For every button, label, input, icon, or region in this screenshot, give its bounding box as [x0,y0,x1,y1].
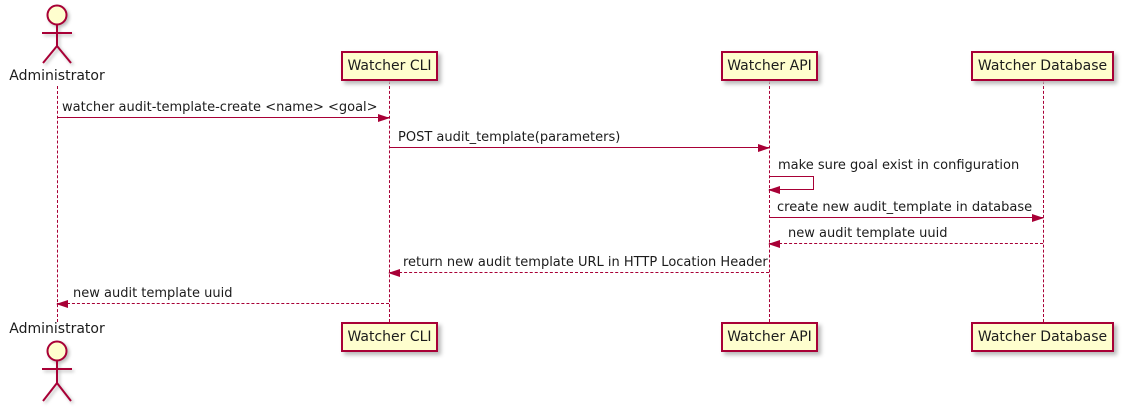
actor-label-top: Administrator [9,68,105,84]
message-line [57,303,389,304]
self-message-label: make sure goal exist in configuration [778,158,1020,173]
arrowhead-right-icon [758,144,770,152]
lifeline-administrator [57,86,58,322]
message-label: return new audit template URL in HTTP Lo… [403,255,768,270]
message-uuid-to-api: new audit template uuid [768,224,1043,248]
arrowhead-right-icon [378,114,390,122]
participant-label-watcher-database-bottom: Watcher Database [977,329,1108,345]
participant-box-watcher-database-top: Watcher Database [971,51,1114,81]
participant-label-watcher-cli-bottom: Watcher CLI [347,329,432,345]
message-line [769,217,1043,218]
message-line [389,272,769,273]
participant-label-watcher-api-top: Watcher API [727,58,812,74]
participant-label-watcher-database-top: Watcher Database [977,58,1108,74]
arrowhead-left-icon [768,186,780,194]
message-label: watcher audit-template-create <name> <go… [62,100,378,115]
lifeline-watcher-database [1043,81,1044,322]
message-label: POST audit_template(parameters) [398,130,621,145]
participant-label-watcher-api-bottom: Watcher API [727,329,812,345]
lifeline-watcher-api [769,81,770,322]
message-return-url-location-header: return new audit template URL in HTTP Lo… [388,253,769,277]
message-label: new audit template uuid [73,286,233,301]
message-label: create new audit_template in database [777,200,1033,215]
message-label: new audit template uuid [788,226,948,241]
lifeline-watcher-cli [389,81,390,322]
actor-stick-figure-top-icon [42,4,72,64]
actor-stick-figure-bottom-icon [42,340,72,402]
participant-box-watcher-cli-top: Watcher CLI [341,51,438,81]
message-line [389,147,769,148]
arrowhead-left-icon [768,240,780,248]
participant-label-watcher-cli-top: Watcher CLI [347,58,432,74]
message-uuid-to-admin: new audit template uuid [56,284,389,308]
participant-box-watcher-cli-bottom: Watcher CLI [341,322,438,352]
message-line [57,117,389,118]
participant-box-watcher-api-top: Watcher API [721,51,818,81]
arrowhead-left-icon [388,269,400,277]
participant-box-watcher-database-bottom: Watcher Database [971,322,1114,352]
actor-label-bottom: Administrator [9,321,105,337]
arrowhead-right-icon [1032,214,1044,222]
arrowhead-left-icon [56,300,68,308]
message-create-audit-template-db: create new audit_template in database [769,198,1044,222]
message-cli-create-command: watcher audit-template-create <name> <go… [57,98,390,122]
participant-box-watcher-api-bottom: Watcher API [721,322,818,352]
message-line [769,243,1043,244]
message-post-audit-template: POST audit_template(parameters) [389,128,770,152]
self-message-loop [768,176,814,194]
